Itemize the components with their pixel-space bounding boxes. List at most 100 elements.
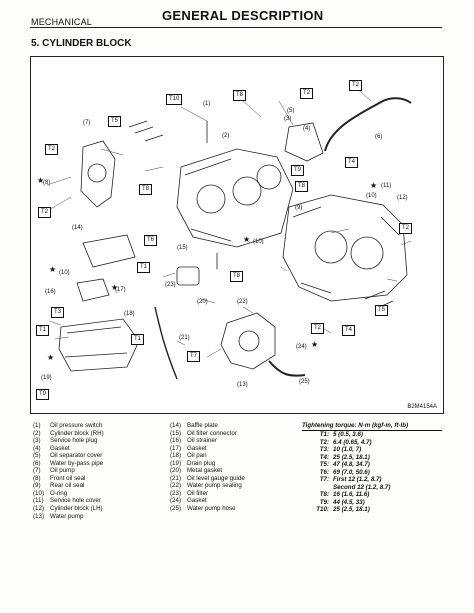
- callout-12: (12): [397, 195, 408, 201]
- torque-value: 25 (2.5, 18.1): [333, 453, 370, 461]
- part-number: (16): [170, 437, 182, 445]
- legend-row: (25)Water pump hose: [170, 505, 300, 513]
- part-name: Oil filter: [187, 489, 208, 497]
- part-number: (8): [33, 474, 41, 482]
- header-rule: [30, 27, 442, 28]
- callout-10-a: (10): [253, 239, 264, 245]
- part-name: Service hole plug: [50, 437, 98, 445]
- part-name: Oil pump: [50, 467, 75, 475]
- part-number: (5): [33, 452, 41, 460]
- torque-value: Second 12 (1.2, 8.7): [333, 483, 391, 491]
- star-icon: ★: [47, 353, 55, 362]
- bore-4: [232, 176, 262, 206]
- legend-row: (23) Oil filter: [170, 490, 300, 498]
- torque-key: T2:: [319, 438, 329, 446]
- part-number: (25): [170, 505, 182, 513]
- callout-9: (9): [295, 205, 303, 211]
- part-name: Oil level gauge guide: [187, 474, 245, 482]
- part-name: Oil strainer: [187, 437, 217, 445]
- torque-tag-t9-a: T9: [291, 165, 305, 176]
- callout-1: (1): [203, 101, 211, 107]
- torque-row: T1:5 (0.5, 3.6): [302, 431, 442, 439]
- legend-row: (9)Rear oil seal: [33, 482, 168, 490]
- part-name: Service hole cover: [50, 497, 101, 505]
- part-number: (19): [170, 459, 182, 467]
- callout-11: (11): [381, 183, 392, 189]
- legend-row: (24)Gasket: [170, 497, 300, 505]
- part-name: Cylinder block (LH): [50, 505, 103, 513]
- part-number: (13): [33, 512, 45, 520]
- torque-row: Second 12 (1.2, 8.7): [302, 484, 442, 492]
- part-number: (21): [170, 474, 182, 482]
- torque-key: T8:: [319, 491, 329, 499]
- torque-value: 16 (1.6, 11.6): [333, 491, 370, 499]
- torque-value: 47 (4.8, 34.7): [333, 461, 370, 469]
- callout-7: (7): [83, 120, 91, 126]
- part-name: O-ring: [50, 489, 68, 497]
- star-icon: ★: [49, 265, 57, 274]
- torque-tag-t1-a: T1: [137, 262, 151, 273]
- torque-tag-t8-c: T8: [139, 184, 153, 195]
- torque-tag-t8-d: T8: [230, 271, 244, 282]
- legend-row: (15)Oil filter connector: [170, 430, 300, 438]
- torque-tag-t7: T7: [187, 351, 201, 362]
- part-number: (23): [170, 489, 182, 497]
- callout-6: (6): [375, 134, 383, 140]
- torque-key: T6:: [319, 468, 329, 476]
- part-number: (17): [170, 444, 182, 452]
- part-number: (10): [33, 489, 45, 497]
- torque-tag-t1-b: T1: [36, 325, 50, 336]
- part-name: Oil pan: [187, 452, 207, 460]
- torque-row: T8: 16 (1.6, 11.6): [302, 491, 442, 499]
- torque-tag-t4-b: T4: [342, 325, 356, 336]
- star-icon: ★: [311, 340, 319, 349]
- part-name: Front oil seal: [50, 474, 86, 482]
- part-number: (24): [170, 497, 182, 505]
- torque-value: 10 (1.0, 7): [333, 446, 362, 454]
- callout-3: (3): [284, 116, 292, 122]
- torque-value: 25 (2.5, 18.1): [333, 506, 370, 514]
- star-icon: ★: [111, 283, 119, 292]
- legend-row: (1)Oil pressure switch: [33, 422, 168, 430]
- section-title: 5. CYLINDER BLOCK: [31, 38, 132, 49]
- torque-tag-t2-b: T2: [349, 80, 363, 91]
- parts-legend-col-2: (14)Baffle plate(15)Oil filter connector…: [170, 422, 300, 513]
- torque-tag-t3: T3: [51, 307, 65, 318]
- torque-row: T3:10 (1.0, 7): [302, 446, 442, 454]
- torque-tag-t2-f: T2: [311, 323, 325, 334]
- legend-row: (12) Cylinder block (LH): [33, 505, 168, 513]
- callout-4: (4): [303, 126, 311, 132]
- oil-pump-shape: [80, 140, 116, 208]
- legend-row: (18) Oil pan: [170, 452, 300, 460]
- callout-17: (17): [115, 287, 126, 293]
- legend-row: (6)Water by-pass pipe: [33, 460, 168, 468]
- torque-row: T5:47 (4.8, 34.7): [302, 461, 442, 469]
- bypass-pipe-shape: [324, 97, 412, 152]
- torque-key: T1:: [319, 431, 329, 438]
- legend-row: (21) Oil level gauge guide: [170, 475, 300, 483]
- cylinder-block-rh-shape: [176, 148, 294, 248]
- part-name: Drain plug: [187, 459, 216, 467]
- part-number: (12): [33, 505, 45, 513]
- chapter-label: MECHANICAL: [31, 17, 93, 27]
- legend-row: (13)Water pump: [33, 513, 168, 521]
- page-title: GENERAL DESCRIPTION: [162, 8, 324, 23]
- torque-table: Tightening torque: N·m (kgf-m, ft-lb) T1…: [302, 422, 442, 514]
- oil-separator-shape: [284, 122, 324, 162]
- torque-row: T10:25 (2.5, 18.1): [302, 506, 442, 514]
- torque-row: T9:44 (4.5, 33): [302, 499, 442, 507]
- torque-tag-t8-b: T8: [295, 181, 309, 192]
- part-number: (14): [170, 422, 182, 429]
- part-name: Rear oil seal: [50, 482, 85, 490]
- part-number: (20): [170, 467, 182, 475]
- water-pump-shape: [220, 312, 276, 370]
- legend-row: (20)Metal gasket: [170, 467, 300, 475]
- legend-row: (8) Front oil seal: [33, 475, 168, 483]
- callout-25: (25): [299, 379, 310, 385]
- torque-tag-t1-c: T1: [131, 334, 145, 345]
- callout-20: (20): [197, 299, 208, 305]
- legend-row: (17)Gasket: [170, 445, 300, 453]
- part-number: (18): [170, 452, 182, 460]
- bore-2: [350, 236, 384, 270]
